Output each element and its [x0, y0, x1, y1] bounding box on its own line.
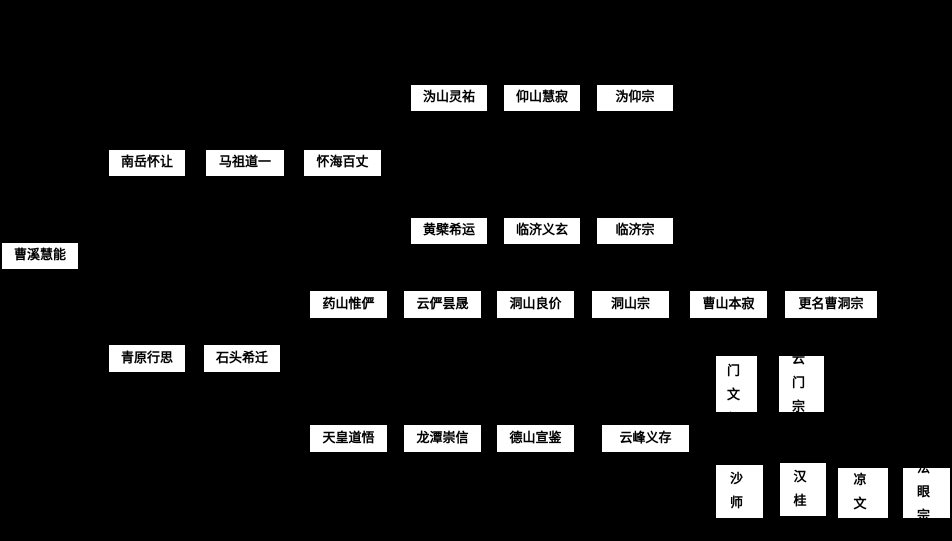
- node-shitou: 石头希迁: [204, 345, 280, 372]
- node-yunmen-wenyan: 云门文偃: [716, 340, 757, 427]
- node-yunyan: 云俨昙晟: [404, 291, 481, 318]
- node-caoshan: 曹山本寂: [690, 291, 767, 318]
- node-fayan-school: 法眼宗: [903, 461, 950, 524]
- node-longtan: 龙潭崇信: [404, 425, 481, 452]
- node-nanyue: 南岳怀让: [109, 150, 185, 176]
- node-guiyang-school: 沩仰宗: [597, 85, 673, 111]
- node-linji-yixuan: 临济义玄: [504, 218, 580, 244]
- node-huangbo: 黄檗希运: [411, 218, 487, 244]
- node-baizhang: 怀海百丈: [304, 150, 381, 176]
- node-deshan: 德山宣鉴: [497, 425, 574, 452]
- node-xuansha: 宣沙师备: [716, 448, 763, 535]
- node-qingyuan: 青原行思: [109, 345, 185, 372]
- node-guishan: 沩山灵祐: [411, 85, 487, 111]
- node-tianhuang: 天皇道悟: [310, 425, 387, 452]
- node-dongshan-school: 洞山宗: [592, 291, 669, 318]
- node-luohan: 罗汉桂琛: [780, 446, 826, 533]
- node-dongshan-liangjie: 洞山良价: [497, 291, 574, 318]
- node-qingliang: 清凉文益: [838, 449, 888, 536]
- node-yangshan: 仰山慧寂: [504, 85, 580, 111]
- node-mazu: 马祖道一: [206, 150, 284, 176]
- node-yunmen-school: 云门宗: [779, 352, 824, 415]
- node-linji-school: 临济宗: [597, 218, 673, 244]
- node-xuefeng: 云峰义存: [602, 425, 689, 452]
- node-yaoshan: 药山惟俨: [310, 291, 387, 318]
- node-caodong-school: 更名曹洞宗: [785, 291, 877, 318]
- node-huineng: 曹溪慧能: [2, 243, 78, 269]
